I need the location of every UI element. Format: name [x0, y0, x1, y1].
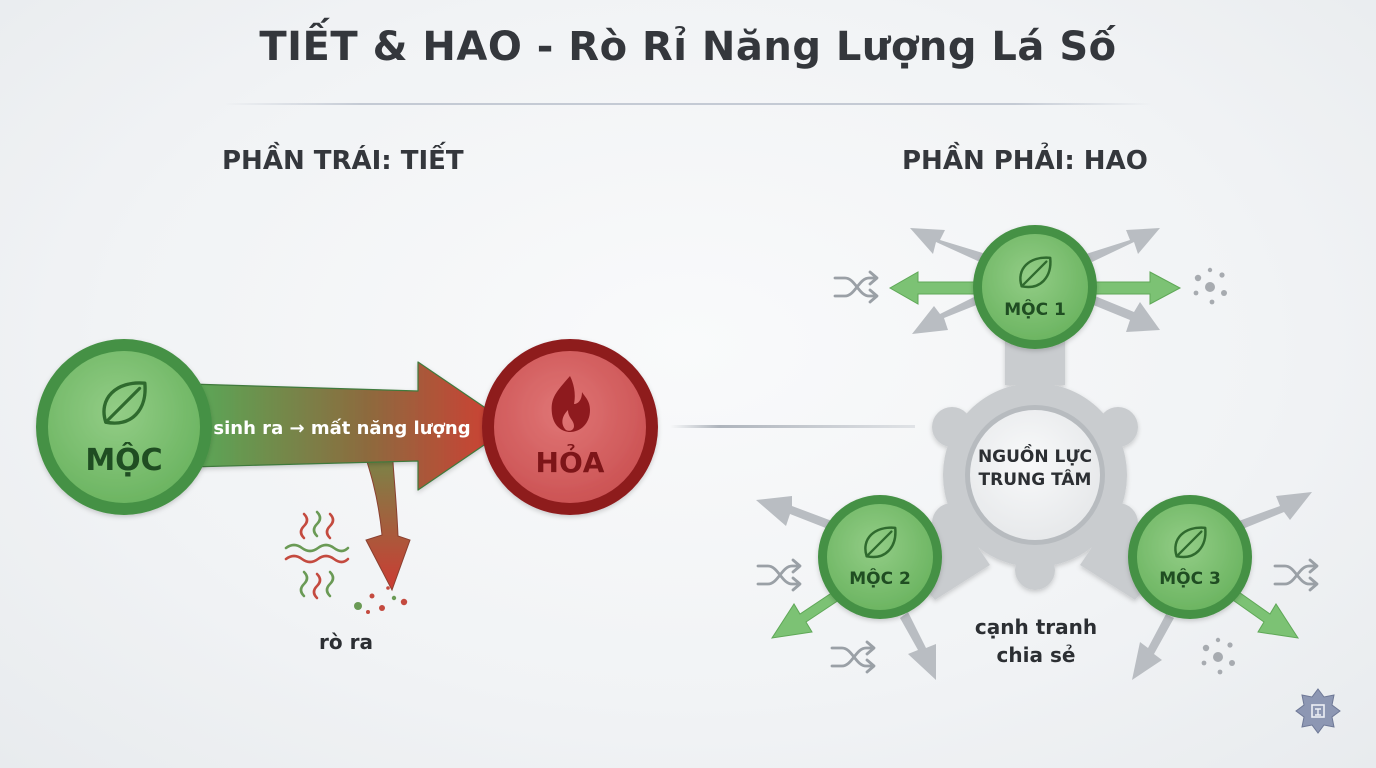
title-divider	[222, 103, 1154, 105]
page-title: TIẾT & HAO - Rò Rỉ Năng Lượng Lá Số	[259, 24, 1117, 70]
moc-node-label: MỘC	[85, 441, 162, 478]
shuffle-icon	[833, 270, 879, 304]
leak-label: rò ra	[319, 630, 373, 654]
panel-divider	[670, 425, 915, 428]
leak-particles	[354, 586, 408, 614]
right-section-heading: PHẦN PHẢI: HAO	[902, 146, 1148, 176]
star-badge-icon	[1295, 688, 1341, 734]
hoa-node-label: HỎA	[536, 441, 605, 479]
hao-diagram: NGUỒN LỰC TRUNG TÂM MỘC 1 MỘC 2 MỘC	[756, 225, 1319, 680]
shuffle-icon	[1273, 558, 1319, 592]
scatter-dots-icon	[1201, 637, 1235, 675]
hao-caption-line1: cạnh tranh	[975, 615, 1097, 639]
moc-node	[36, 339, 212, 515]
scatter-dots-icon	[1193, 267, 1227, 305]
hub-label-line2: TRUNG TÂM	[979, 468, 1092, 490]
grey-arrows	[756, 228, 1312, 680]
moc-1-label: MỘC 1	[1004, 298, 1066, 320]
moc-2-label: MỘC 2	[849, 567, 911, 589]
hub-label-line1: NGUỒN LỰC	[978, 443, 1092, 467]
heat-wave-icon	[284, 510, 350, 600]
fire-icon	[551, 376, 590, 432]
green-arrows	[770, 271, 1300, 639]
generation-arrow	[189, 361, 513, 491]
flow-label: sinh ra → mất năng lượng	[213, 418, 470, 439]
shuffle-icon	[830, 640, 876, 674]
tiet-diagram: MỘC HỎA sinh ra → mất năng lượng	[36, 339, 658, 654]
hao-caption-line2: chia sẻ	[997, 643, 1076, 667]
shuffle-icon	[756, 558, 802, 592]
moc-3-label: MỘC 3	[1159, 567, 1221, 589]
left-section-heading: PHẦN TRÁI: TIẾT	[222, 146, 464, 176]
hoa-node	[482, 339, 658, 515]
